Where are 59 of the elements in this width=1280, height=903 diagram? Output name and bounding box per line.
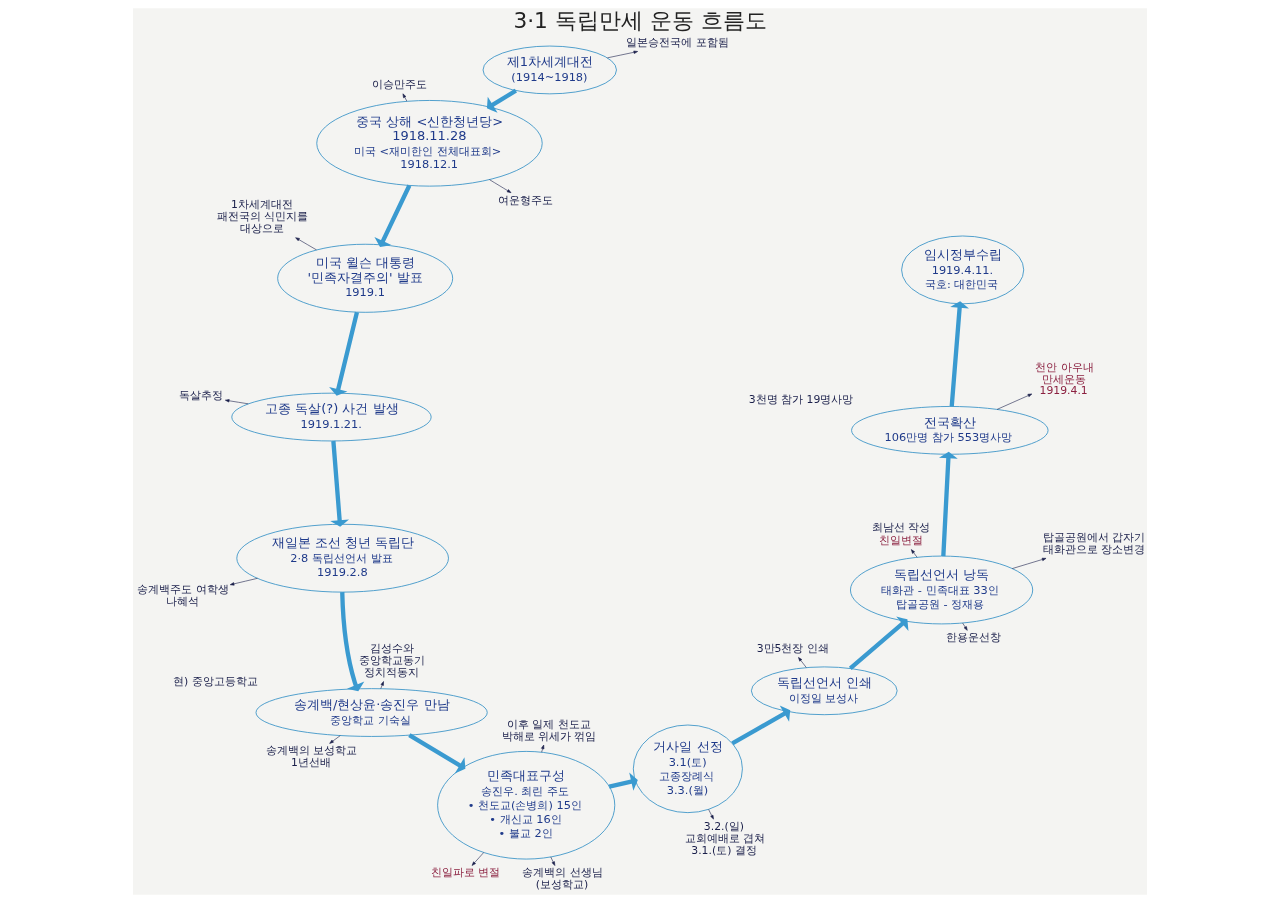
node-ellipse: 제1차세계대전 (1914~1918) [482,45,617,95]
arrow [295,237,317,251]
node-ellipse: 전국확산 106만명 참가 553명사망 [851,406,1049,455]
arrow [329,311,360,396]
node-text: 한용운선창 [945,631,1001,645]
arrow [229,578,258,586]
arrow [489,179,512,193]
node-text: 일본승전국에 포함됨 [626,36,729,50]
node-text: 3만5천장 인쇄 [756,641,829,655]
arrow [486,88,517,113]
node-text: 여운형주도 [497,193,553,207]
arrow [541,744,545,753]
node-text: 김성수와 중앙학교동기 정치적동지 [359,642,426,680]
node-ellipse: 독립선언서 인쇄 이정일 보성사 [750,666,898,716]
node-ellipse: 송계백/현상윤·송진우 만남 중앙학교 기숙실 [255,688,488,737]
node-text: 송계백의 보성학교 1년선배 [265,744,358,770]
arrow [225,399,249,405]
arrow [608,772,638,791]
arrow [1011,557,1047,569]
node-label: 현) 중앙고등학교 [172,675,258,689]
node-ellipse: 재일본 조선 청년 독립단 2·8 독립선언서 발표 1919.2.8 [236,523,449,593]
node-ellipse: 중국 상해 <신한청년당> 1918.11.28 미국 <재미한인 전체대표회> 1918.12.1 [316,100,543,187]
node-ellipse: 민족대표구성 송진우. 최린 주도 • 천도교(손병희) 15인 • 개신교 16인 • 불교 2인 [437,751,616,860]
node-text: 이승만주도 [371,78,427,92]
node-text: 탑골공원에서 갑자기 태화관으로 장소변경 [1042,531,1145,556]
diagram-title: 3·1 독립만세 운동 흐름도 [513,7,767,33]
arrow [550,856,556,866]
arrow [329,735,341,744]
arrow [708,809,714,820]
node-text: 송계백의 선생님 (보성학교) [522,866,603,892]
arrow [939,451,958,557]
node-text: 천안 아우내 만세운동 1919.4.1 [1035,360,1094,398]
arrow [996,393,1033,410]
arrow [607,50,638,59]
node-text: 3.2.(일) 교회예배로 겹쳐 3.1.(토) 결정 [684,820,765,857]
arrow [330,440,350,527]
node-text: 이후 일제 천도교 박해로 위세가 꺾임 [501,717,597,743]
node-ellipse: 고종 독살(?) 사건 발생 1919.1.21. [231,392,432,442]
node-text: 1차세계대전 패전국의 식민지를 대상으로 [216,198,308,236]
arrow [949,301,969,407]
arrow [402,93,408,102]
node-text: 송계백주도 여학생 나혜석 [137,582,229,608]
arrow [471,852,485,866]
arrow [374,184,412,248]
node-ellipse: 임시정부수립 1919.4.11. 국호: 대한민국 [901,235,1025,305]
arrow [848,616,909,671]
node-ellipse: 미국 윌슨 대통령 '민족자결주의' 발표 1919.1 [277,243,454,313]
arrow [798,657,807,668]
arrow [380,681,384,689]
arrow [408,733,466,774]
node-ellipse: 독립선언서 낭독 태화관 - 민족대표 33인 탑골공원 - 정재용 [850,555,1034,625]
node-text: 친일파로 변절 [430,866,501,880]
arrow [911,549,918,558]
node-label: 3천명 참가 19명사망 [748,393,854,407]
arrow [962,622,968,631]
arrow [340,592,365,692]
node-text: 독살추정 [178,388,223,402]
node-text: 최남선 작성 친일변절 [871,520,931,548]
arrow [731,705,791,746]
